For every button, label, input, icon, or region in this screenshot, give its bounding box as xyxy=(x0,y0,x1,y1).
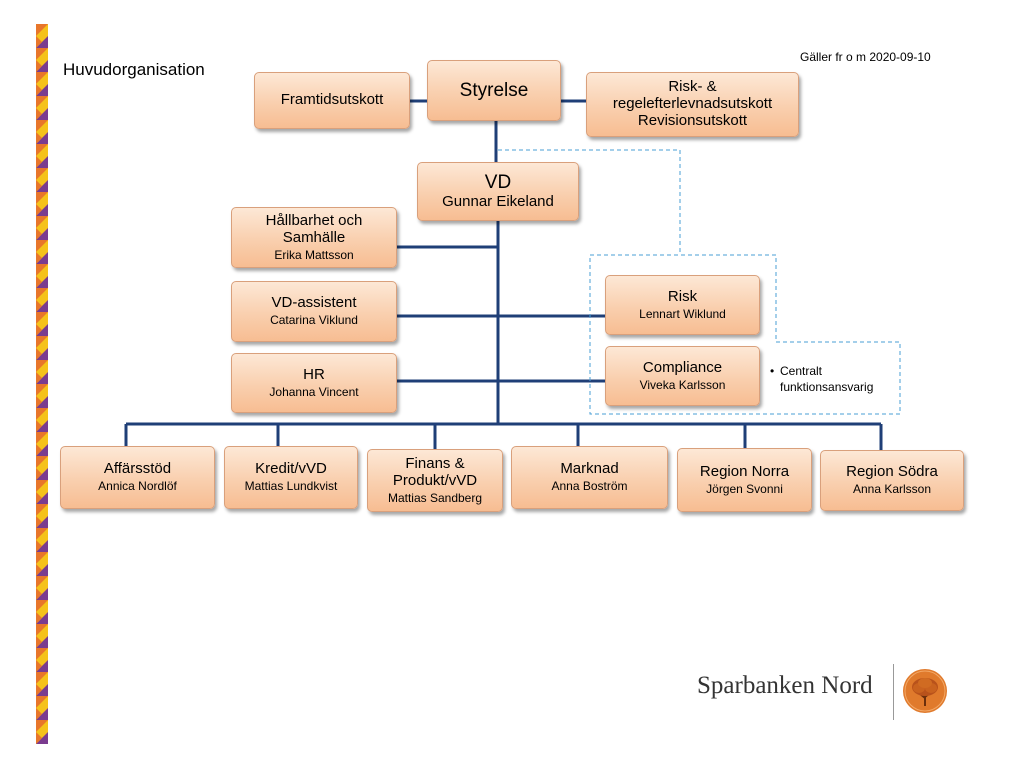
risk-committee-line3: Revisionsutskott xyxy=(637,111,748,129)
sparbanken-logo: Sparbanken Nord xyxy=(697,662,957,720)
hallbarhet-box: Hållbarhet och Samhälle Erika Mattsson xyxy=(231,207,397,268)
region-sodra-box: Region Södra Anna Karlsson xyxy=(820,450,964,511)
risk-committee-line1: Risk- & xyxy=(668,78,717,96)
region-sodra-title: Region Södra xyxy=(846,463,938,481)
region-norra-title: Region Norra xyxy=(699,462,790,480)
compliance-name: Viveka Karlsson xyxy=(639,377,726,392)
note-bullet: • xyxy=(770,364,775,378)
validity-date: Gäller fr o m 2020-09-10 xyxy=(800,50,931,64)
note-line1: Centralt xyxy=(780,364,823,378)
styrelse-box: Styrelse xyxy=(427,60,561,121)
finans-name: Mattias Sandberg xyxy=(387,490,483,505)
risk-box: Risk Lennart Wiklund xyxy=(605,275,760,335)
risk-committee-line2: regelefterlevnadsutskott xyxy=(612,95,773,113)
hr-name: Johanna Vincent xyxy=(269,384,359,399)
affarsstod-box: Affärsstöd Annica Nordlöf xyxy=(60,446,215,509)
page-title: Huvudorganisation xyxy=(63,60,205,79)
hallbarhet-title: Hållbarhet och Samhälle xyxy=(265,211,363,246)
risk-title: Risk xyxy=(667,287,698,305)
kredit-name: Mattias Lundkvist xyxy=(244,479,338,494)
hr-box: HR Johanna Vincent xyxy=(231,353,397,413)
finans-box: Finans & Produkt/vVD Mattias Sandberg xyxy=(367,449,503,512)
affarsstod-title: Affärsstöd xyxy=(103,460,172,478)
affarsstod-name: Annica Nordlöf xyxy=(98,479,177,494)
kredit-box: Kredit/vVD Mattias Lundkvist xyxy=(224,446,358,509)
framtidsutskott-box: Framtidsutskott xyxy=(254,72,410,129)
note-line2: funktionsansvarig xyxy=(780,380,874,395)
marknad-name: Anna Boström xyxy=(551,479,628,494)
finans-title: Finans & Produkt/vVD xyxy=(392,454,478,489)
logo-divider xyxy=(893,664,894,720)
vd-name: Gunnar Eikeland xyxy=(442,192,554,210)
risk-committee-box: Risk- & regelefterlevnadsutskott Revisio… xyxy=(586,72,799,137)
logo-wordmark: Sparbanken Nord xyxy=(697,672,873,699)
region-norra-box: Region Norra Jörgen Svonni xyxy=(677,448,812,512)
region-norra-name: Jörgen Svonni xyxy=(706,481,783,496)
vd-title: VD xyxy=(484,172,512,194)
vd-assistent-box: VD-assistent Catarina Viklund xyxy=(231,281,397,342)
hallbarhet-name: Erika Mattsson xyxy=(274,247,354,262)
compliance-title: Compliance xyxy=(642,358,723,376)
risk-name: Lennart Wiklund xyxy=(639,306,726,321)
hr-title: HR xyxy=(303,365,325,383)
oak-tree-icon xyxy=(903,669,947,713)
styrelse-label: Styrelse xyxy=(459,79,529,101)
marknad-box: Marknad Anna Boström xyxy=(511,446,668,509)
compliance-box: Compliance Viveka Karlsson xyxy=(605,346,760,406)
kredit-title: Kredit/vVD xyxy=(255,460,327,478)
vd-assistent-title: VD-assistent xyxy=(271,294,357,312)
decorative-stripe xyxy=(36,24,48,744)
vd-assistent-name: Catarina Viklund xyxy=(270,313,358,328)
vd-box: VD Gunnar Eikeland xyxy=(417,162,579,221)
central-function-note: • Centralt funktionsansvarig xyxy=(770,363,873,395)
marknad-title: Marknad xyxy=(560,460,619,478)
region-sodra-name: Anna Karlsson xyxy=(852,482,932,497)
framtidsutskott-label: Framtidsutskott xyxy=(280,91,384,109)
